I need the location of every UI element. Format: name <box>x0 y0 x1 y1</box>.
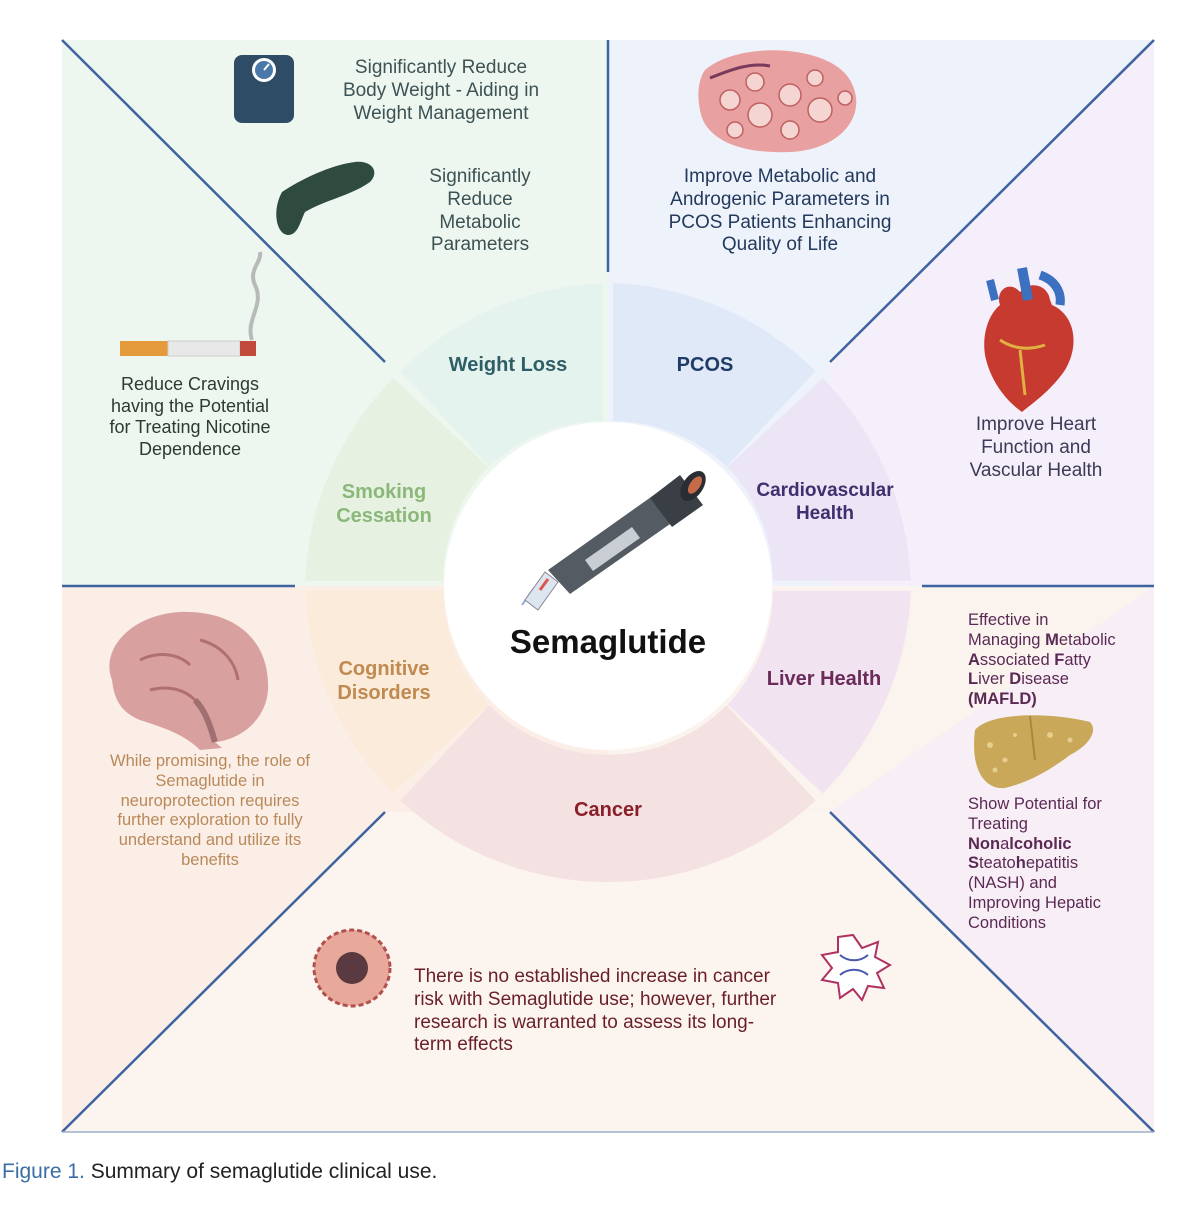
segment-label-smoking: Smoking Cessation <box>304 480 464 528</box>
liver-icon <box>974 715 1094 789</box>
panel-cognitive-text-line-4: further exploration to fully <box>117 811 303 830</box>
segment-cognitive[interactable] <box>305 590 489 794</box>
panel-smoking-text-line-2: having the Potential <box>110 395 270 416</box>
segment-cardiovascular[interactable] <box>727 378 911 581</box>
panel-cognitive-text-line-6: benefits <box>181 850 239 869</box>
panel-liver-text-2-line-6: Improving Hepatic <box>968 893 1101 912</box>
segment-label-cancer: Cancer <box>574 799 642 821</box>
panel-liver-text-2-line-1: Show Potential for <box>968 795 1102 813</box>
panel-weight-text-1-line-2: Body Weight - Aiding in <box>342 79 540 101</box>
panel-cardio-text-line-2: Function and <box>981 436 1091 458</box>
segment-pcos[interactable] <box>613 283 816 467</box>
panel-liver-text-1: Effective in Managing Metabolic Associat… <box>968 611 1150 710</box>
panel-cognitive-text-line-3: neuroprotection requires <box>120 791 300 810</box>
panel-cardio-text: Improve Heart Function and Vascular Heal… <box>948 414 1124 482</box>
center-title: Semaglutide <box>509 623 707 660</box>
panel-cognitive-text-line-1: While promising, the role of <box>110 752 310 770</box>
panel-cancer-text-line-3: research is warranted to assess its long… <box>414 1011 755 1033</box>
ovary-icon <box>698 50 857 153</box>
dna-virus-icon <box>820 933 893 1002</box>
panel-liver-text-2-line-2: Treating <box>968 814 1028 833</box>
panel-cognitive-text-line-2: Semaglutide in <box>155 771 265 790</box>
panel-liver-text-1-line-2: Managing Metabolic <box>968 630 1116 649</box>
segment-label-smoking-line-2: Cessation <box>336 505 432 527</box>
panel-weight-text-2: Significantly Reduce Metabolic Parameter… <box>400 166 560 257</box>
panel-cancer-text: There is no established increase in canc… <box>414 966 834 1057</box>
divider-bottom-right-diagonal <box>829 811 1155 1133</box>
panel-weight-text-1-line-3: Weight Management <box>353 102 529 124</box>
panel-weight-text-1-line-1: Significantly Reduce <box>354 57 528 78</box>
cigarette-icon <box>120 251 263 357</box>
panel-liver-text-2-line-7: Conditions <box>968 913 1046 932</box>
panel-bg-right-upper <box>830 40 1154 586</box>
divider-top-left-diagonal <box>61 39 386 363</box>
panel-pcos-text: Improve Metabolic and Androgenic Paramet… <box>640 166 920 257</box>
panel-pcos-text-line-3: PCOS Patients Enhancing <box>668 211 892 233</box>
segment-label-cardiovascular: Cardiovascular Health <box>736 480 914 526</box>
figure-caption: Figure 1. Summary of semaglutide clinica… <box>2 1160 437 1184</box>
brain-icon <box>109 611 269 750</box>
panel-liver-text-1-line-1: Effective in <box>968 611 1049 629</box>
segment-label-cardiovascular-line-2: Health <box>795 502 855 524</box>
panel-weight-text-2-line-2: Reduce <box>447 188 513 210</box>
divider-top-right-diagonal <box>829 39 1155 363</box>
segment-label-cardiovascular-line-1: Cardiovascular <box>756 480 894 501</box>
pancreas-icon <box>276 161 375 235</box>
panel-liver-text-1-line-4: Liver Disease <box>968 670 1069 689</box>
divider-lines <box>61 39 1155 1133</box>
pen-injector-icon <box>521 470 706 611</box>
panel-liver-text-2: Show Potential for Treating Nonalcoholic… <box>968 795 1150 934</box>
panel-weight-text-2-line-1: Significantly <box>429 166 531 187</box>
panel-cognitive-text: While promising, the role of Semaglutide… <box>90 752 330 871</box>
center-disc <box>444 422 772 750</box>
panel-pcos-text-line-2: Androgenic Parameters in <box>670 188 890 210</box>
segment-ring <box>305 283 911 883</box>
panel-weight-text-1: Significantly Reduce Body Weight - Aidin… <box>310 57 572 125</box>
segment-weight-loss[interactable] <box>400 283 603 467</box>
panel-cancer-text-line-1: There is no established increase in canc… <box>414 966 770 987</box>
segment-label-smoking-line-1: Smoking <box>341 481 427 503</box>
panel-cancer-text-line-2: risk with Semaglutide use; however, furt… <box>414 988 777 1010</box>
segment-label-cognitive-line-1: Cognitive <box>338 658 430 680</box>
segment-liver[interactable] <box>727 590 911 794</box>
panel-smoking-text-line-4: Dependence <box>138 438 242 459</box>
panel-smoking-text-line-3: for Treating Nicotine <box>109 417 271 438</box>
panel-liver-text-2-line-3: Nonalcoholic <box>968 834 1072 853</box>
panel-smoking-text-line-1: Reduce Cravings <box>120 374 260 394</box>
figure-caption-label: Figure 1. <box>2 1160 85 1183</box>
panel-cancer-text-line-4: term effects <box>414 1034 513 1056</box>
segment-cancer[interactable] <box>400 705 816 883</box>
cancer-cell-icon <box>312 928 392 1008</box>
panel-cognitive-text-line-5: understand and utilize its <box>118 831 302 850</box>
panel-weight-text-2-line-4: Parameters <box>430 234 530 256</box>
panel-cardio-text-line-1: Improve Heart <box>975 414 1097 435</box>
panel-liver-text-2-line-5: (NASH) and <box>968 874 1057 893</box>
figure-caption-text: Summary of semaglutide clinical use. <box>84 1160 438 1183</box>
heart-icon <box>984 267 1074 412</box>
panel-liver-text-2-line-4: Steatohepatitis <box>968 854 1079 873</box>
panel-pcos-text-line-4: Quality of Life <box>721 234 839 256</box>
panel-bg-bottom-cancer <box>62 812 1154 1132</box>
segment-label-cognitive: Cognitive Disorders <box>304 657 464 705</box>
panel-weight-text-2-line-3: Metabolic <box>439 211 521 233</box>
panel-pcos-text-line-1: Improve Metabolic and <box>683 166 877 187</box>
segment-label-pcos: PCOS <box>676 354 734 376</box>
segment-smoking[interactable] <box>305 378 489 581</box>
divider-bottom-left-diagonal <box>61 811 386 1133</box>
segment-label-liver: Liver Health <box>766 668 882 690</box>
panel-cardio-text-line-3: Vascular Health <box>969 459 1103 481</box>
panel-liver-text-1-line-5: (MAFLD) <box>968 690 1037 709</box>
segment-label-weight-loss: Weight Loss <box>448 354 568 376</box>
panel-smoking-text: Reduce Cravings having the Potential for… <box>80 374 300 460</box>
panel-liver-text-1-line-3: Associated Fatty <box>968 650 1091 669</box>
segment-label-cognitive-line-2: Disorders <box>337 682 431 704</box>
scale-icon <box>234 55 294 123</box>
